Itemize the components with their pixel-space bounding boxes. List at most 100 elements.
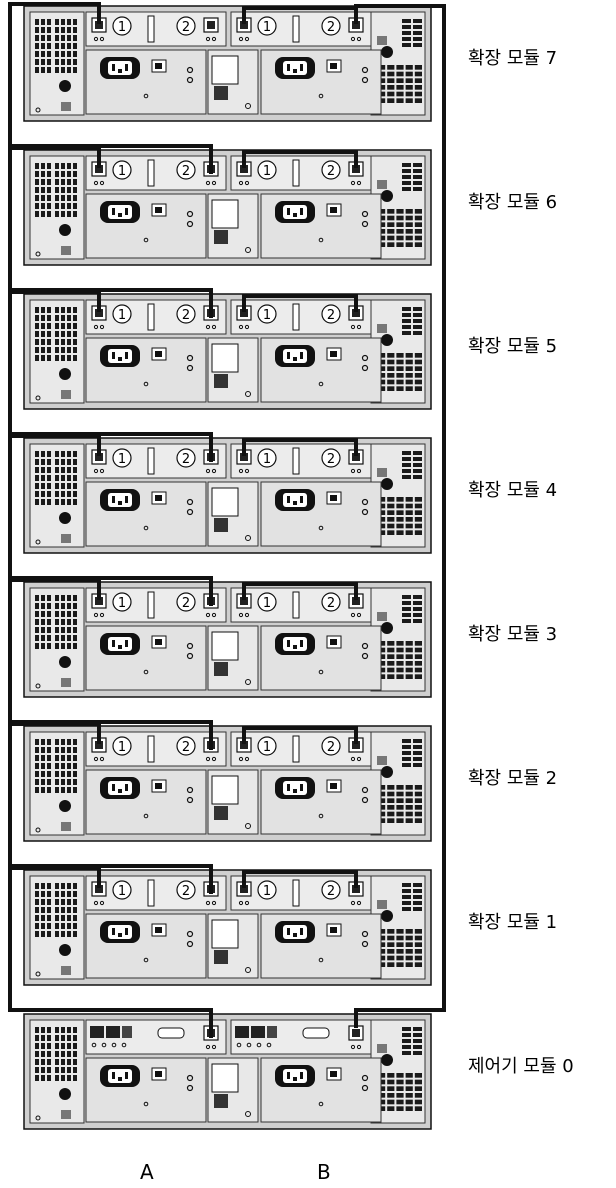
cable-a-3 xyxy=(8,434,213,606)
port-1-number: 1 xyxy=(118,308,126,323)
cable-b-link-3 xyxy=(242,438,358,456)
expansion-module-label: 확장 모듈 7 xyxy=(468,48,558,69)
port-2-number: 2 xyxy=(327,452,335,467)
power-section-a xyxy=(85,49,207,115)
expansion-module-label: 확장 모듈 5 xyxy=(468,336,558,357)
port-2-number: 2 xyxy=(182,164,190,179)
port-2-number: 2 xyxy=(182,308,190,323)
expansion-module-label: 확장 모듈 6 xyxy=(468,192,558,213)
power-section-b xyxy=(260,193,382,259)
port-2-marker xyxy=(176,880,196,900)
port-1-number: 1 xyxy=(263,884,271,899)
power-section-b xyxy=(260,49,382,115)
cable-a-1 xyxy=(8,146,213,318)
port-1-marker xyxy=(257,736,277,756)
port-2-number: 2 xyxy=(327,164,335,179)
cable-b-link-1 xyxy=(242,150,358,168)
port-1-number: 1 xyxy=(263,20,271,35)
power-section-b xyxy=(260,913,382,979)
port-2-marker xyxy=(321,736,341,756)
power-section-a xyxy=(85,769,207,835)
power-section-a xyxy=(85,913,207,979)
center-switch-block xyxy=(207,625,259,691)
port-1-marker xyxy=(257,448,277,468)
port-2-marker xyxy=(321,160,341,180)
port-1-number: 1 xyxy=(263,308,271,323)
port-1-marker xyxy=(112,304,132,324)
cable-a-controller xyxy=(10,1008,213,1028)
port-2-number: 2 xyxy=(182,596,190,611)
port-2-number: 2 xyxy=(182,20,190,35)
io-module-a xyxy=(85,1019,227,1055)
center-switch-block xyxy=(207,1057,259,1123)
port-2-number: 2 xyxy=(182,740,190,755)
port-2-marker xyxy=(176,448,196,468)
power-section-b xyxy=(260,769,382,835)
port-2-number: 2 xyxy=(327,596,335,611)
cable-b-link-6 xyxy=(242,870,358,888)
port-2-marker xyxy=(176,736,196,756)
cable-a-4 xyxy=(8,578,213,750)
port-2-number: 2 xyxy=(327,740,335,755)
port-2-marker xyxy=(176,304,196,324)
port-1-marker xyxy=(112,736,132,756)
port-2-number: 2 xyxy=(182,452,190,467)
port-1-marker xyxy=(257,304,277,324)
port-1-number: 1 xyxy=(263,452,271,467)
port-1-number: 1 xyxy=(118,452,126,467)
cable-b-link-5 xyxy=(242,726,358,744)
port-1-marker xyxy=(257,160,277,180)
port-2-marker xyxy=(176,16,196,36)
port-1-marker xyxy=(257,16,277,36)
expansion-module-label: 확장 모듈 1 xyxy=(468,912,558,933)
port-1-marker xyxy=(257,592,277,612)
port-1-marker xyxy=(112,448,132,468)
port-1-number: 1 xyxy=(263,740,271,755)
center-switch-block xyxy=(207,913,259,979)
port-2-number: 2 xyxy=(327,308,335,323)
power-section-b xyxy=(260,1057,382,1123)
port-2-number: 2 xyxy=(182,884,190,899)
center-switch-block xyxy=(207,769,259,835)
io-module-b xyxy=(230,1019,372,1055)
cable-a-5 xyxy=(8,722,213,894)
power-section-b xyxy=(260,481,382,547)
expansion-module-label: 확장 모듈 4 xyxy=(468,480,558,501)
port-2-number: 2 xyxy=(327,20,335,35)
port-2-marker xyxy=(176,592,196,612)
side-label-b: B xyxy=(317,1160,331,1184)
port-2-marker xyxy=(321,592,341,612)
cable-layer xyxy=(8,2,446,1038)
center-switch-block xyxy=(207,193,259,259)
port-1-marker xyxy=(257,880,277,900)
cable-a-0 xyxy=(8,2,213,174)
port-2-marker xyxy=(321,448,341,468)
port-1-number: 1 xyxy=(118,596,126,611)
port-1-number: 1 xyxy=(118,20,126,35)
cable-b-link-2 xyxy=(242,294,358,312)
port-1-marker xyxy=(112,160,132,180)
power-section-b xyxy=(260,337,382,403)
cable-b-return xyxy=(354,4,446,1028)
center-switch-block xyxy=(207,49,259,115)
power-section-a xyxy=(85,337,207,403)
port-1-number: 1 xyxy=(118,164,126,179)
